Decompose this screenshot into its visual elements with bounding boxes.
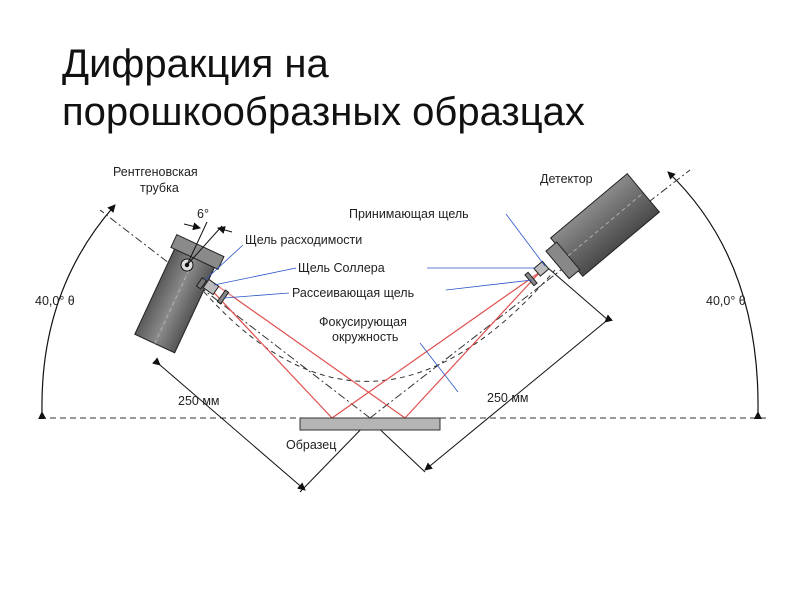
- left-distance-ext1: [299, 419, 371, 493]
- right-distance-line: [424, 314, 613, 471]
- leader-scatter-right: [445, 279, 533, 291]
- tube-body-line: [154, 263, 193, 344]
- xray-tube: [134, 233, 225, 354]
- sample-plate: [299, 417, 441, 431]
- left-angle-label: 40,0° θ: [35, 294, 75, 308]
- detector-center-line: [567, 192, 644, 257]
- divergence-slit-shape: [195, 277, 208, 290]
- focusing-circle-label-2: окружность: [332, 330, 398, 344]
- leader-receiving: [505, 213, 546, 267]
- scatter-slit-label: Рассеивающая щель: [292, 286, 414, 300]
- detector: [545, 173, 661, 280]
- detector-label: Детектор: [540, 172, 593, 186]
- right-distance-ext2: [547, 267, 609, 321]
- right-angle-label: 40,0° θ: [706, 294, 746, 308]
- diffracted-beam-upper: [331, 271, 541, 419]
- divergence-angle-line-1: [186, 225, 223, 266]
- title-line-1: Дифракция на: [62, 42, 329, 86]
- slide-title: Дифракция на порошкообразных образцах: [62, 40, 762, 136]
- left-angle-arc: [38, 204, 116, 420]
- leader-lines: [204, 213, 546, 393]
- detector-slit-plate: [524, 271, 538, 287]
- right-angle-arc: [667, 171, 762, 420]
- leader-scatter: [223, 292, 290, 299]
- sample-label: Образец: [286, 438, 336, 452]
- soller-slit-shape: [202, 278, 220, 296]
- title-line-2: порошкообразных образцах: [62, 90, 585, 134]
- leader-focusing: [419, 342, 459, 393]
- diffracted-beam-lower: [404, 271, 541, 419]
- leader-divergence: [204, 244, 244, 281]
- xray-beams: [187, 264, 541, 419]
- right-distance-label: 250 мм: [487, 391, 529, 405]
- tube-axis-line: [99, 209, 371, 419]
- tube-head: [170, 233, 225, 270]
- divergence-angle-arrow-2: [217, 226, 233, 234]
- detector-front: [545, 241, 581, 280]
- divergence-angle-line-2: [186, 221, 208, 266]
- leader-soller: [213, 267, 297, 286]
- soller-slit-label: Щель Соллера: [298, 261, 385, 275]
- receiving-slit-label: Принимающая щель: [349, 207, 469, 221]
- receiving-slit-shape: [533, 260, 550, 277]
- divergence-angle-label: 6°: [197, 207, 209, 221]
- left-distance-label: 250 мм: [178, 394, 220, 408]
- left-distance-line: [152, 357, 306, 491]
- tube-slits: [195, 277, 230, 305]
- xray-tube-label-1: Рентгеновская: [113, 165, 198, 179]
- xray-tube-label-2: трубка: [140, 181, 179, 195]
- focusing-circle-label-1: Фокусирующая: [319, 315, 407, 329]
- divergence-angle-arrow: [183, 222, 201, 231]
- divergence-slit-label: Щель расходимости: [245, 233, 362, 247]
